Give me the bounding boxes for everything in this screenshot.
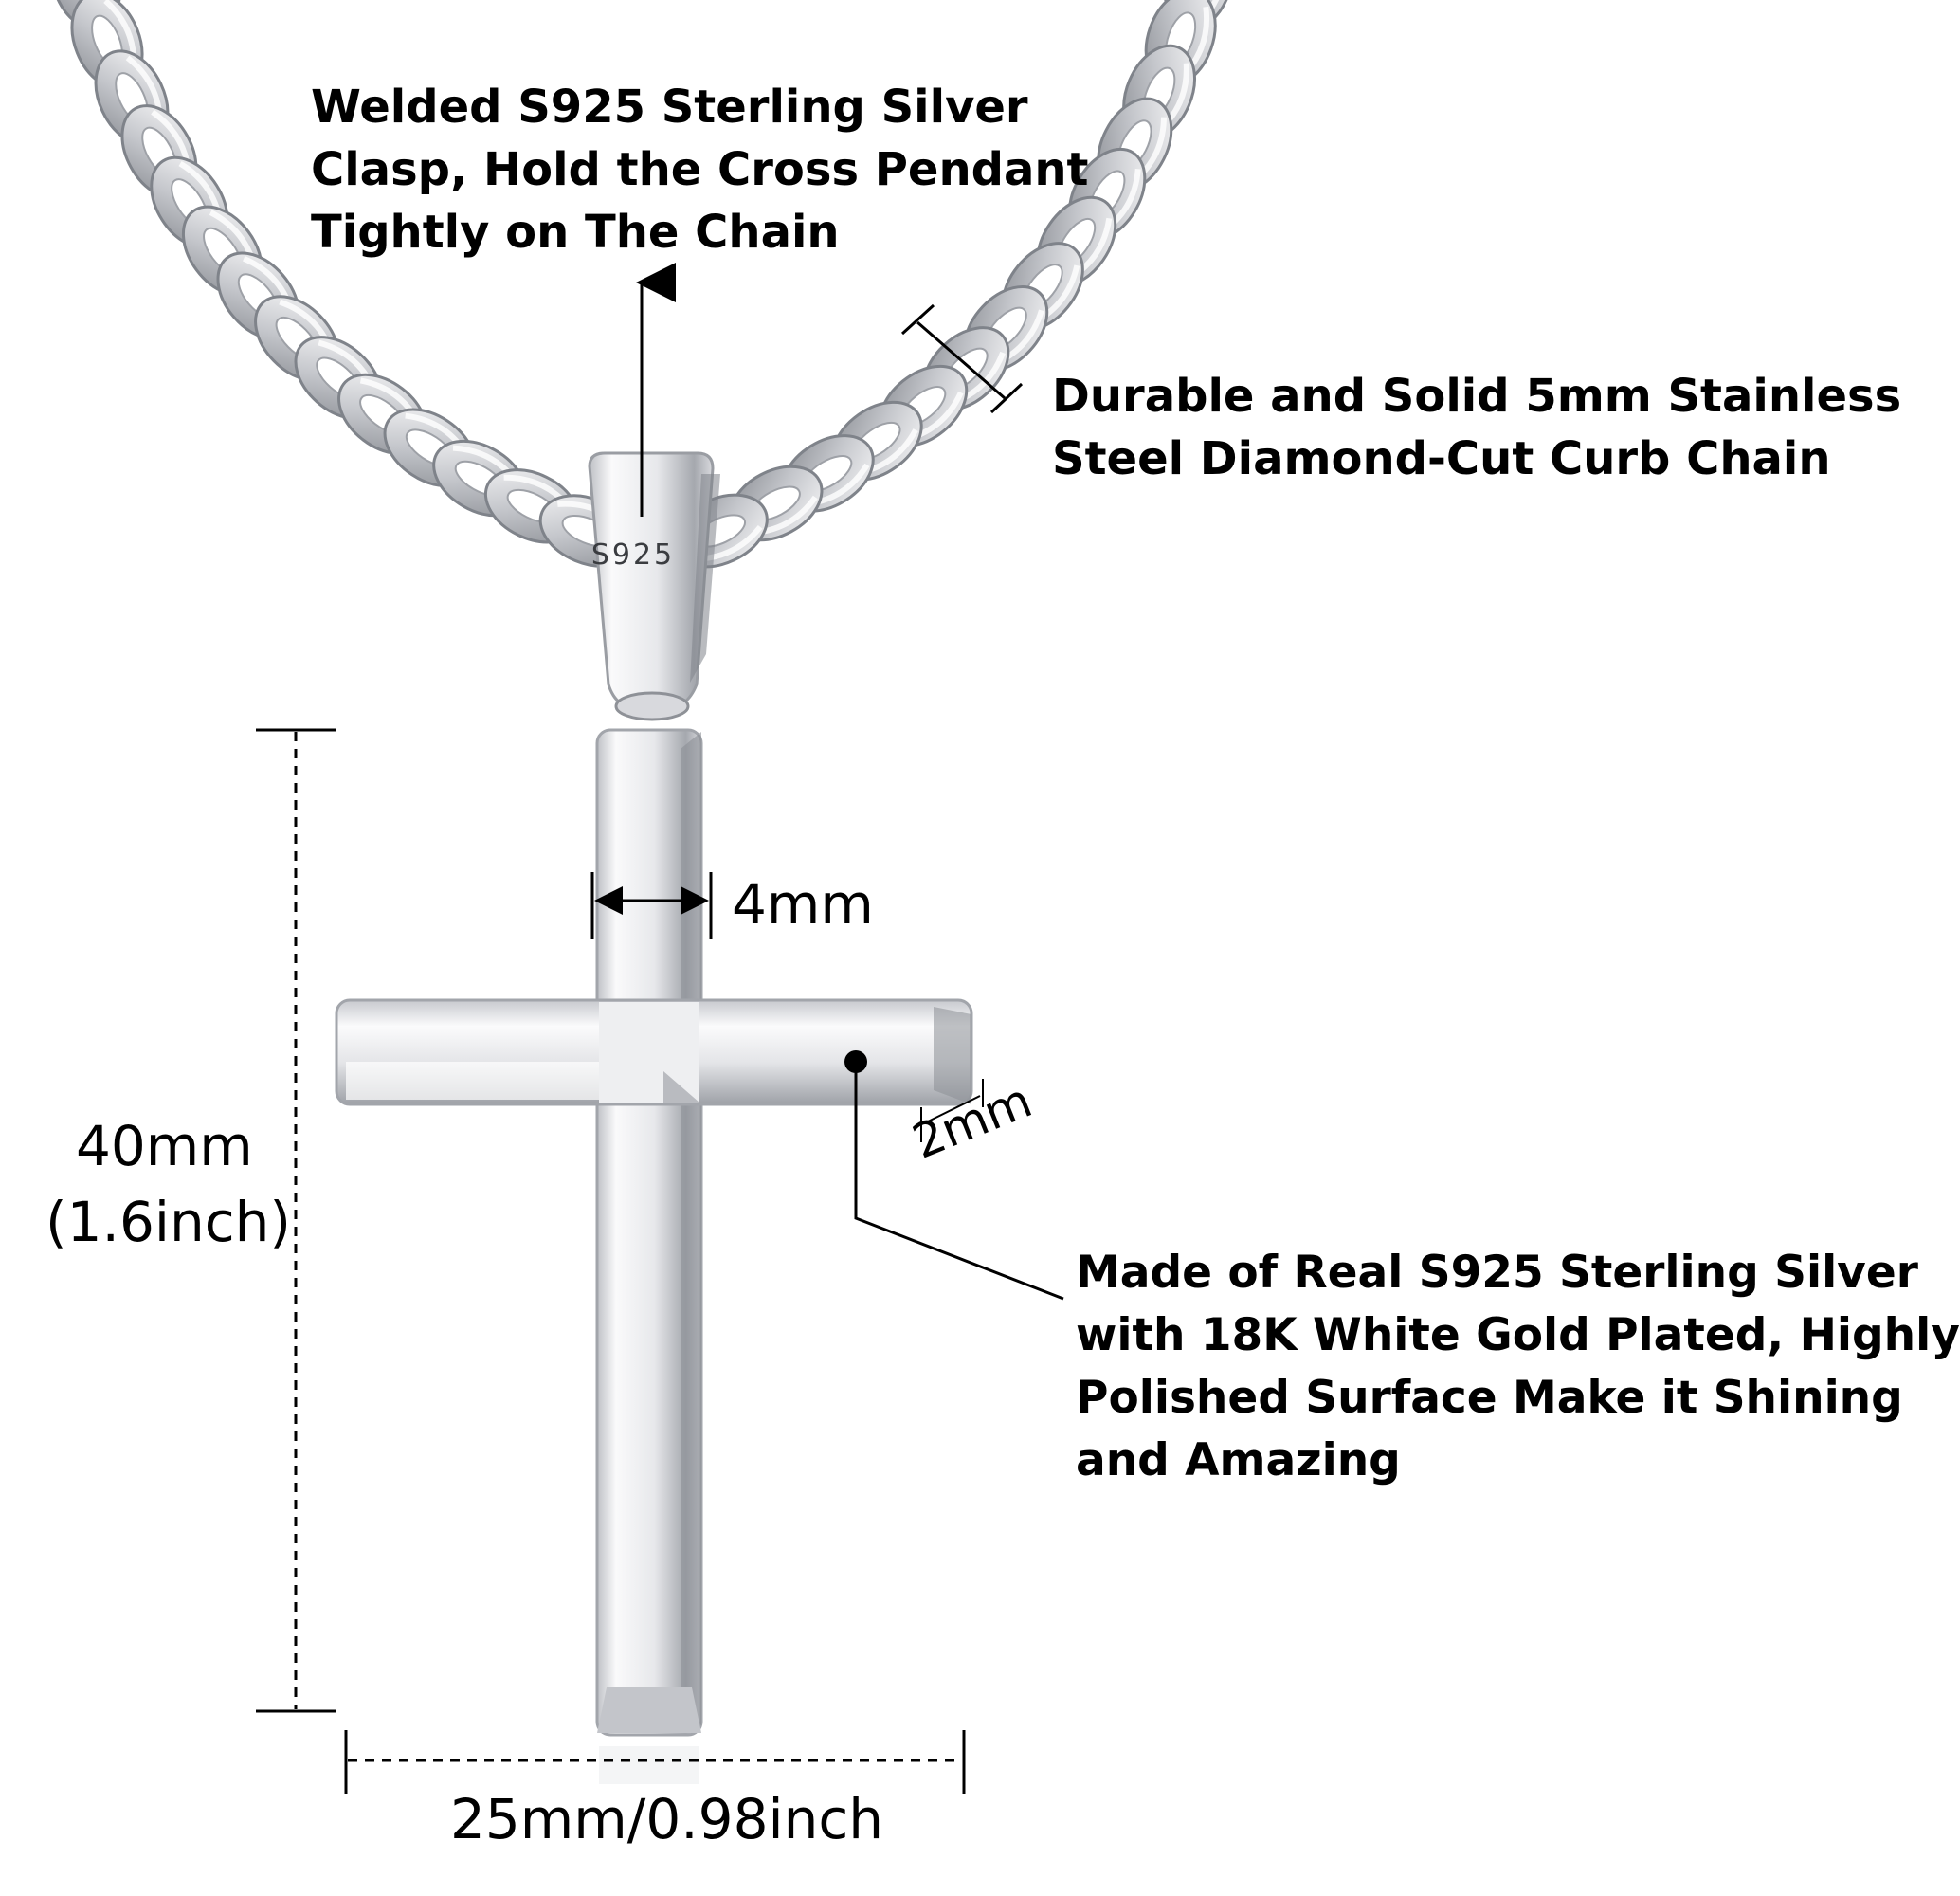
clasp-callout-line-2: Clasp, Hold the Cross Pendant: [311, 143, 1089, 196]
chain-callout: Durable and Solid 5mm Stainless Steel Di…: [1052, 365, 1901, 490]
bar-width-label: 4mm: [732, 872, 874, 937]
chain-width-line: [916, 320, 1006, 400]
height-mm-label: 40mm: [76, 1114, 253, 1178]
width-label: 25mm/0.98inch: [450, 1787, 884, 1851]
annotation-lines: [256, 263, 1064, 1794]
height-label: 40mm: [76, 1109, 253, 1183]
material-callout-line-3: Polished Surface Make it Shining: [1076, 1372, 1903, 1424]
chain-callout-line-2: Steel Diamond-Cut Curb Chain: [1052, 432, 1831, 485]
material-callout-line-4: and Amazing: [1076, 1434, 1401, 1486]
material-callout-line-1: Made of Real S925 Sterling Silver: [1076, 1247, 1918, 1299]
clasp-callout-line-1: Welded S925 Sterling Silver: [311, 81, 1028, 134]
product-illustration: S925: [49, 0, 1235, 1794]
material-leader-line: [854, 1062, 1064, 1301]
material-callout: Made of Real S925 Sterling Silver with 1…: [1076, 1242, 1960, 1492]
height-inch-label: (1.6inch): [45, 1190, 292, 1254]
material-callout-line-2: with 18K White Gold Plated, Highly: [1076, 1309, 1960, 1361]
chain-callout-line-1: Durable and Solid 5mm Stainless: [1052, 370, 1902, 423]
cross-pendant: [335, 728, 973, 1784]
bail-stamp: S925: [591, 538, 675, 572]
curb-chain: [49, 0, 1235, 569]
bail: S925: [588, 451, 720, 721]
clasp-callout-line-3: Tightly on The Chain: [311, 206, 840, 259]
clasp-callout: Welded S925 Sterling Silver Clasp, Hold …: [311, 76, 1089, 264]
